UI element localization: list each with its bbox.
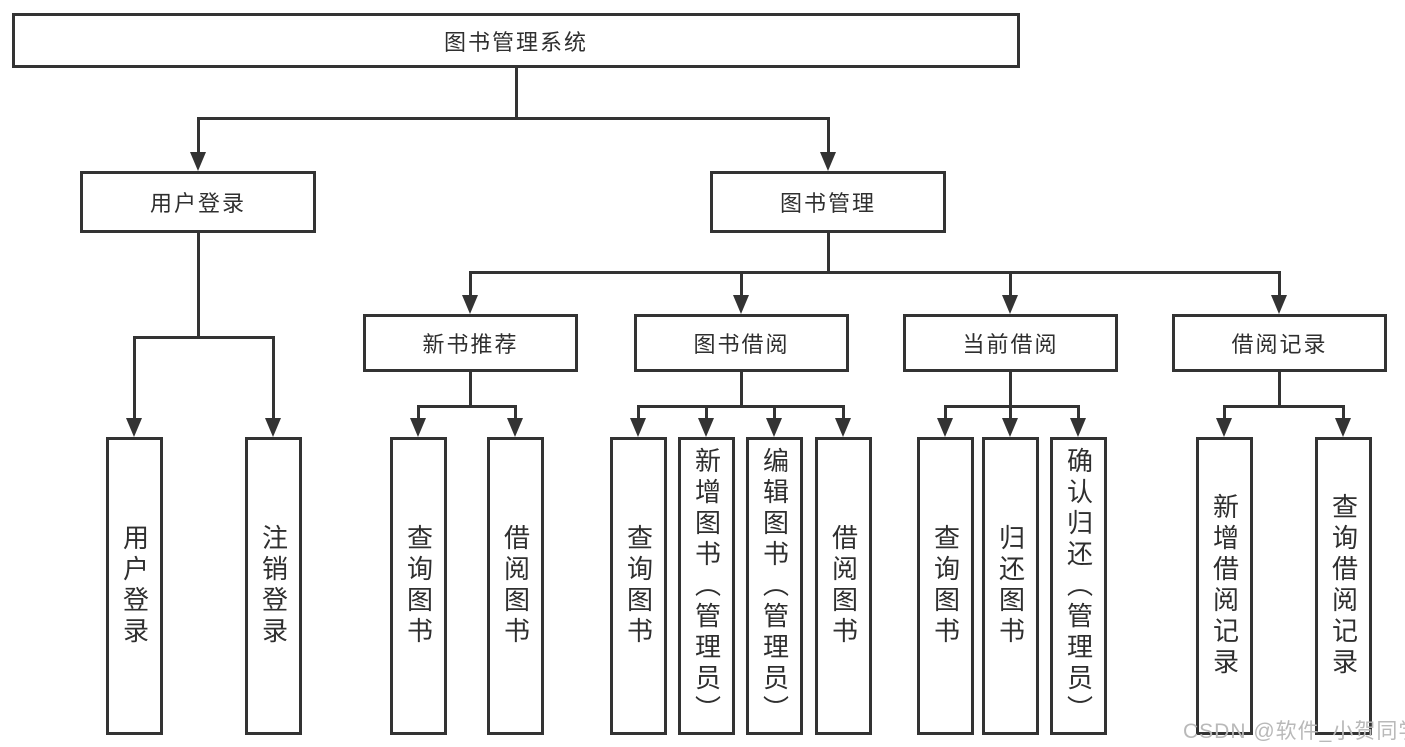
leaf-return-book: 归还图书 — [982, 437, 1039, 735]
node-label: 借阅记录 — [1231, 332, 1328, 357]
node-label: 用户登录 — [119, 524, 150, 648]
leaf-borrow-books-recommend: 借阅图书 — [487, 437, 544, 735]
connector-drop — [197, 117, 200, 153]
node-label: 借阅图书 — [500, 524, 531, 648]
node-label: 新增借阅记录 — [1209, 493, 1240, 679]
connector-records-stem — [1278, 372, 1281, 407]
node-label: 归还图书 — [995, 524, 1026, 648]
connector-drop — [1223, 405, 1226, 419]
arrowhead-down-icon — [1271, 295, 1287, 314]
arrowhead-down-icon — [1002, 418, 1018, 437]
connector-borrowing-hbar — [637, 405, 844, 408]
connector-drop — [740, 271, 743, 297]
arrowhead-down-icon — [507, 418, 523, 437]
node-label: 当前借阅 — [962, 332, 1059, 357]
connector-drop — [705, 405, 708, 419]
leaf-query-borrow-record: 查询借阅记录 — [1315, 437, 1372, 735]
leaf-confirm-return-admin: 确认归还（管理员） — [1050, 437, 1107, 735]
connector-current-stem — [1009, 372, 1012, 407]
watermark: CSDN @软件_小贺同学 — [1183, 720, 1405, 743]
node-borrowing-records: 借阅记录 — [1172, 314, 1387, 372]
node-current-borrowing: 当前借阅 — [903, 314, 1118, 372]
connector-drop — [1278, 271, 1281, 297]
connector-drop — [1009, 271, 1012, 297]
connector-drop — [514, 405, 517, 419]
node-label: 确认归还（管理员） — [1063, 446, 1094, 726]
leaf-user-login: 用户登录 — [106, 437, 163, 735]
node-label: 用户登录 — [149, 191, 246, 216]
connector-drop — [842, 405, 845, 419]
node-label: 图书管理 — [779, 191, 876, 216]
connector-drop — [1342, 405, 1345, 419]
leaf-add-book-admin: 新增图书（管理员） — [678, 437, 735, 735]
connector-records-hbar — [1223, 405, 1344, 408]
arrowhead-down-icon — [190, 152, 206, 171]
connector-bookmgmt-hbar — [469, 271, 1281, 274]
node-label: 图书管理系统 — [443, 29, 588, 55]
node-label: 查询图书 — [930, 524, 961, 648]
connector-drop — [469, 271, 472, 297]
node-label: 新增图书（管理员） — [691, 446, 722, 726]
node-label: 查询借阅记录 — [1328, 493, 1359, 679]
leaf-edit-book-admin: 编辑图书（管理员） — [746, 437, 803, 735]
leaf-query-books-current: 查询图书 — [917, 437, 974, 735]
node-label: 注销登录 — [258, 524, 289, 648]
arrowhead-down-icon — [1335, 418, 1351, 437]
node-label: 查询图书 — [403, 524, 434, 648]
arrowhead-down-icon — [630, 418, 646, 437]
arrowhead-down-icon — [733, 295, 749, 314]
arrowhead-down-icon — [937, 418, 953, 437]
leaf-logout: 注销登录 — [245, 437, 302, 735]
leaf-query-books-borrowing: 查询图书 — [610, 437, 667, 735]
connector-newbook-stem — [469, 372, 472, 407]
connector-drop — [827, 117, 830, 153]
connector-drop — [417, 405, 420, 419]
connector-drop — [1009, 405, 1012, 419]
node-library-management-system: 图书管理系统 — [12, 13, 1020, 68]
connector-userlogin-stem — [197, 233, 200, 337]
node-label: 图书借阅 — [693, 332, 790, 357]
arrowhead-down-icon — [1216, 418, 1232, 437]
node-label: 借阅图书 — [828, 524, 859, 648]
arrowhead-down-icon — [1002, 295, 1018, 314]
connector-drop — [944, 405, 947, 419]
arrowhead-down-icon — [835, 418, 851, 437]
node-label: 查询图书 — [623, 524, 654, 648]
connector-borrowing-stem — [740, 372, 743, 407]
arrowhead-down-icon — [410, 418, 426, 437]
node-label: 编辑图书（管理员） — [759, 446, 790, 726]
connector-drop — [133, 336, 136, 419]
connector-drop — [637, 405, 640, 419]
arrowhead-down-icon — [1070, 418, 1086, 437]
connector-root-hbar — [197, 117, 830, 120]
node-user-login: 用户登录 — [80, 171, 316, 233]
connector-drop — [1077, 405, 1080, 419]
arrowhead-down-icon — [698, 418, 714, 437]
arrowhead-down-icon — [820, 152, 836, 171]
connector-drop — [272, 336, 275, 419]
connector-drop — [773, 405, 776, 419]
connector-root-stem — [515, 68, 518, 119]
node-label: 新书推荐 — [422, 332, 519, 357]
leaf-borrow-books: 借阅图书 — [815, 437, 872, 735]
leaf-add-borrow-record: 新增借阅记录 — [1196, 437, 1253, 735]
arrowhead-down-icon — [265, 418, 281, 437]
arrowhead-down-icon — [126, 418, 142, 437]
leaf-query-books-recommend: 查询图书 — [390, 437, 447, 735]
node-new-book-recommendation: 新书推荐 — [363, 314, 578, 372]
node-book-borrowing: 图书借阅 — [634, 314, 849, 372]
arrowhead-down-icon — [462, 295, 478, 314]
connector-bookmgmt-stem — [827, 233, 830, 274]
connector-userlogin-hbar — [133, 336, 275, 339]
node-book-management: 图书管理 — [710, 171, 946, 233]
arrowhead-down-icon — [766, 418, 782, 437]
connector-newbook-hbar — [417, 405, 517, 408]
